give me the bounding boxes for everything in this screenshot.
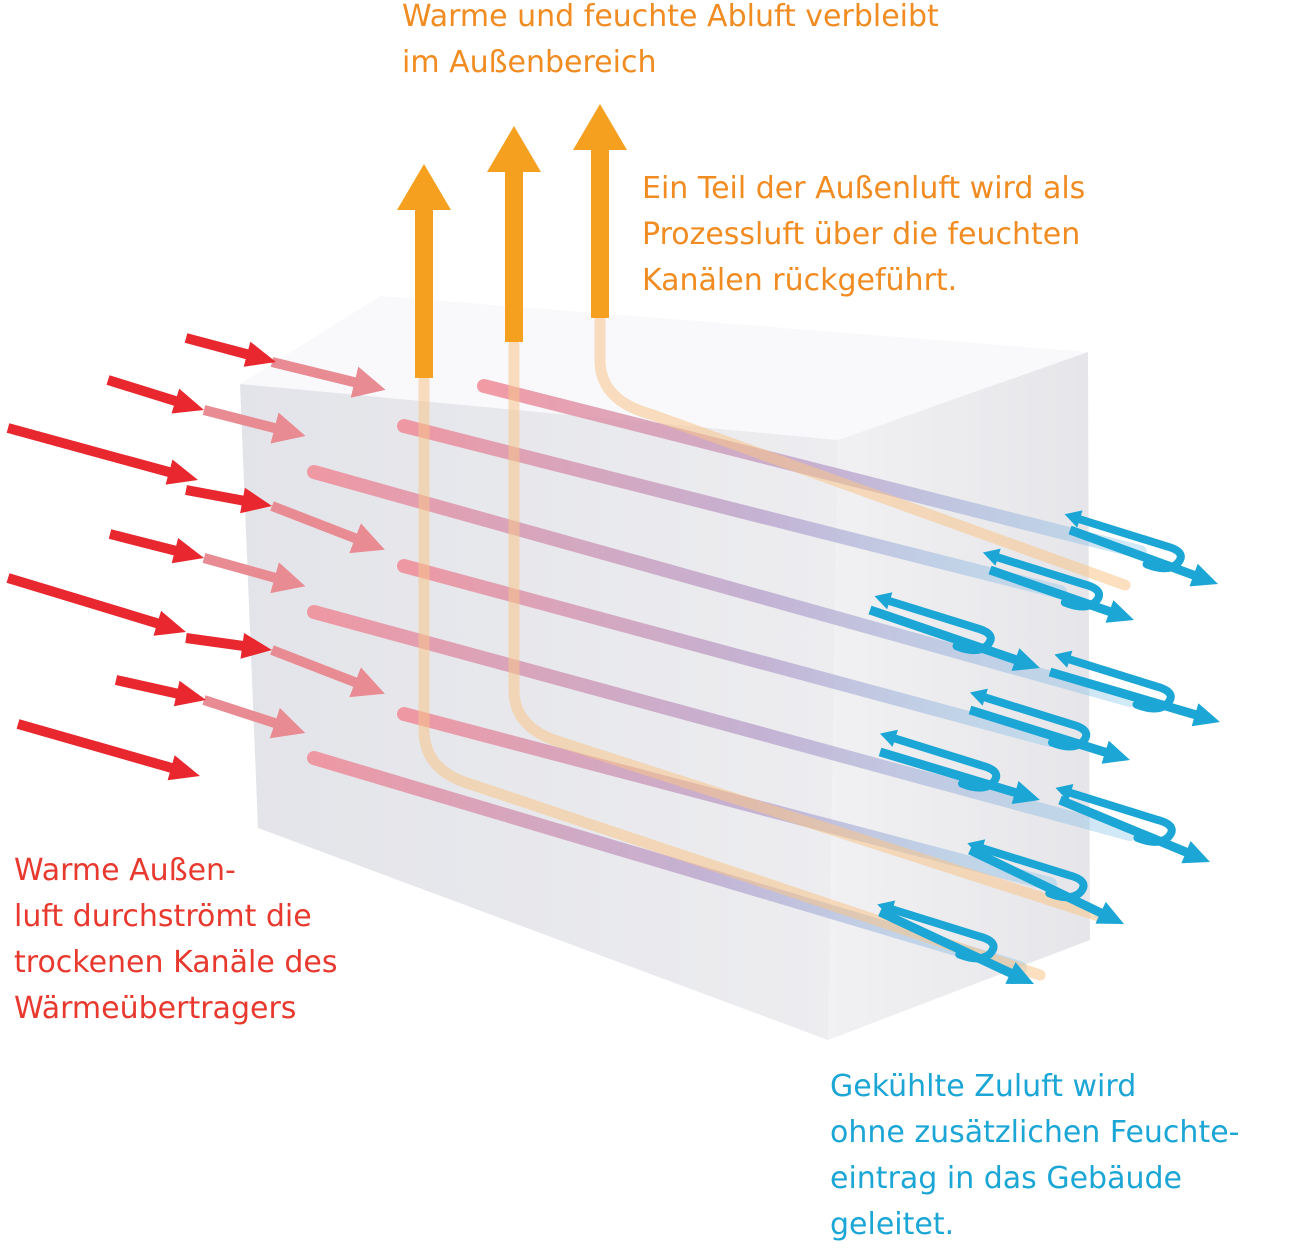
air-channel	[307, 465, 1137, 707]
inlet-arrow-faint	[202, 405, 306, 444]
process-duct-1	[418, 374, 1046, 981]
red-arrow-icon	[108, 529, 204, 564]
air-channel	[307, 605, 1137, 841]
process-duct-3	[594, 314, 1131, 591]
exhaust-air-label: Warme und feuchte Abluft verbleibt im Au…	[402, 0, 939, 86]
outside-label-line: trockenen Kanäle des	[14, 945, 338, 980]
blue-u-turn-arrow-icon	[982, 548, 1134, 623]
blue-u-turn-arrow-icon	[967, 839, 1124, 924]
orange-up-arrow-icon	[397, 164, 451, 378]
blue-u-turn-arrow-icon	[968, 688, 1130, 764]
outside-air-label: Warme Außen- luft durchströmt die trocke…	[14, 848, 337, 1032]
supply-label-line: eintrag in das Gebäude	[830, 1161, 1182, 1196]
orange-up-arrow-icon	[487, 126, 541, 342]
red-arrow-icon	[16, 719, 200, 781]
outside-label-line: Wärmeübertragers	[14, 991, 297, 1026]
outside-label-line: luft durchströmt die	[14, 899, 312, 934]
process-label-line: Kanälen rückgeführt.	[642, 263, 958, 298]
warm-air-inlet-arrows	[6, 333, 276, 781]
exhaust-label-line: Warme und feuchte Abluft verbleibt	[402, 0, 939, 34]
supply-label-line: geleitet.	[830, 1207, 955, 1242]
supply-air-label: Gekühlte Zuluft wird ohne zusätzlichen F…	[830, 1064, 1239, 1248]
red-arrow-icon	[185, 633, 272, 659]
inlet-arrow-faint	[202, 695, 306, 739]
process-air-ducts	[418, 314, 1131, 981]
orange-up-arrow-icon	[573, 104, 627, 318]
red-arrow-icon	[114, 675, 206, 707]
process-duct-2	[508, 339, 1111, 924]
blue-u-turn-arrow-icon	[877, 900, 1034, 984]
inlet-arrow-faint	[270, 501, 385, 554]
supply-air-arrows	[868, 510, 1220, 984]
block-top-face	[240, 296, 1088, 440]
inlet-arrow-faint	[270, 645, 385, 698]
red-arrow-icon	[6, 573, 186, 636]
exhaust-label-line: im Außenbereich	[402, 45, 657, 80]
red-arrow-icon	[106, 375, 204, 414]
inlet-arrow-faint	[270, 357, 386, 398]
process-label-line: Ein Teil der Außenluft wird als	[642, 171, 1086, 206]
red-arrow-icon	[185, 485, 272, 514]
blue-u-turn-arrow-icon	[878, 729, 1040, 804]
blue-u-turn-arrow-icon	[1064, 510, 1218, 587]
supply-label-line: ohne zusätzlichen Feuchte-	[830, 1115, 1240, 1150]
process-air-label: Ein Teil der Außenluft wird als Prozessl…	[642, 166, 1085, 304]
red-arrow-icon	[184, 333, 276, 367]
exhaust-arrows	[397, 104, 627, 378]
blue-u-turn-arrow-icon	[868, 592, 1040, 671]
blue-u-turn-arrow-icon	[1048, 650, 1220, 727]
red-arrow-icon	[6, 423, 199, 485]
supply-label-line: Gekühlte Zuluft wird	[830, 1069, 1137, 1104]
inlet-arrow-faint	[202, 553, 306, 594]
blue-u-turn-arrow-icon	[1055, 784, 1210, 864]
process-label-line: Prozessluft über die feuchten	[642, 217, 1081, 252]
outside-label-line: Warme Außen-	[14, 853, 236, 888]
